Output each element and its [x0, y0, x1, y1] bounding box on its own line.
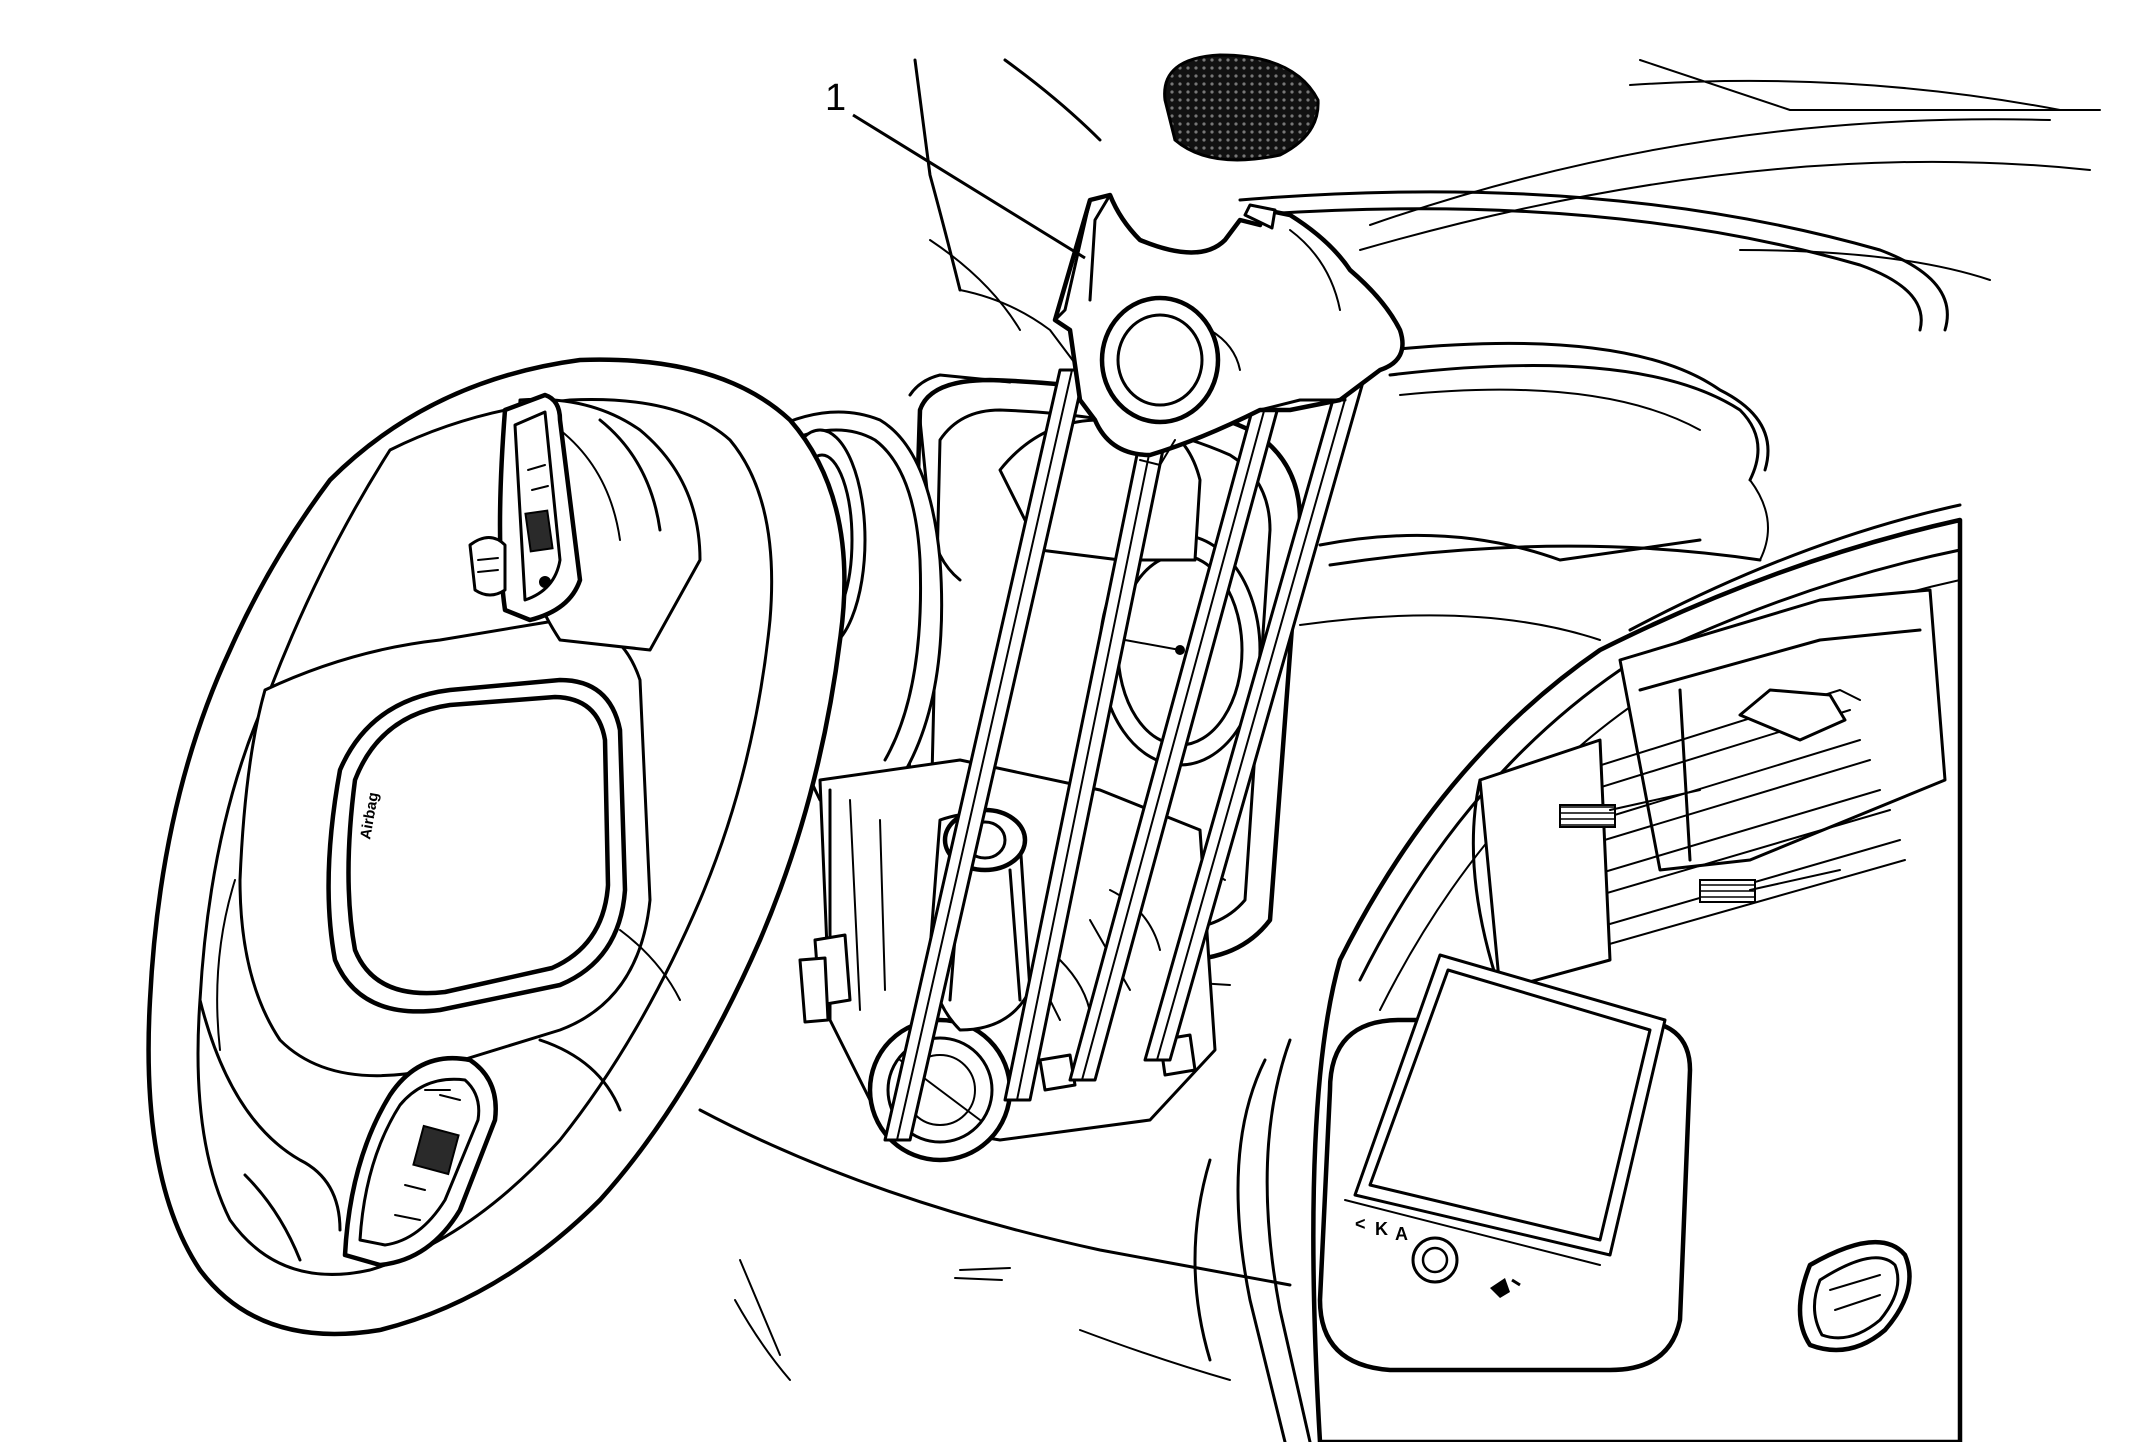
svg-text:K: K: [1375, 1219, 1388, 1239]
upper-trim-cover: [883, 192, 1405, 1142]
callout-number: 1: [825, 77, 846, 119]
steering-wheel: Airbag: [146, 357, 847, 1337]
right-side-vent: [1797, 1239, 1912, 1353]
leader-line: [852, 113, 1086, 260]
airbag-module: Airbag: [326, 677, 628, 1014]
left-upper-switch-panel: [468, 392, 583, 623]
svg-text:A: A: [1395, 1224, 1408, 1244]
infotainment-screen: < K A: [1317, 953, 1693, 1373]
callout-1: 1: [825, 77, 1086, 260]
left-lower-switch-panel: [342, 1055, 498, 1268]
speaker-grille: [1163, 53, 1320, 162]
dashboard: [698, 53, 2101, 1381]
screen-buttons: < K A: [1355, 1214, 1521, 1298]
center-stack: < K A: [1193, 517, 1963, 1442]
svg-text:<: <: [1355, 1214, 1366, 1234]
